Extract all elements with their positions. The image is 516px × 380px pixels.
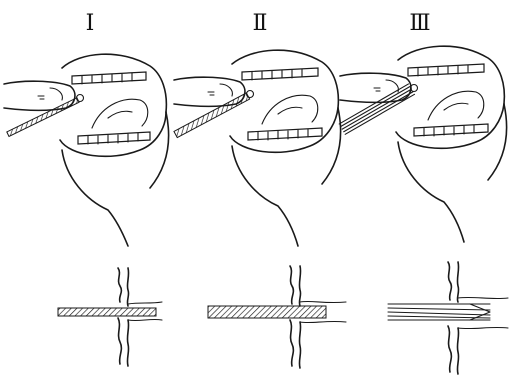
stage-label-2: Ⅱ	[253, 11, 268, 36]
mouth-illustration-1	[4, 54, 169, 246]
cross-section-1	[58, 268, 162, 366]
mouth-illustration-2	[174, 50, 341, 246]
cross-section-3	[388, 262, 508, 374]
cross-section-2	[208, 266, 346, 368]
stage-label-3: Ⅲ	[409, 11, 430, 36]
stage-label-1: Ⅰ	[86, 11, 95, 36]
mouth-illustration-3	[339, 46, 506, 242]
